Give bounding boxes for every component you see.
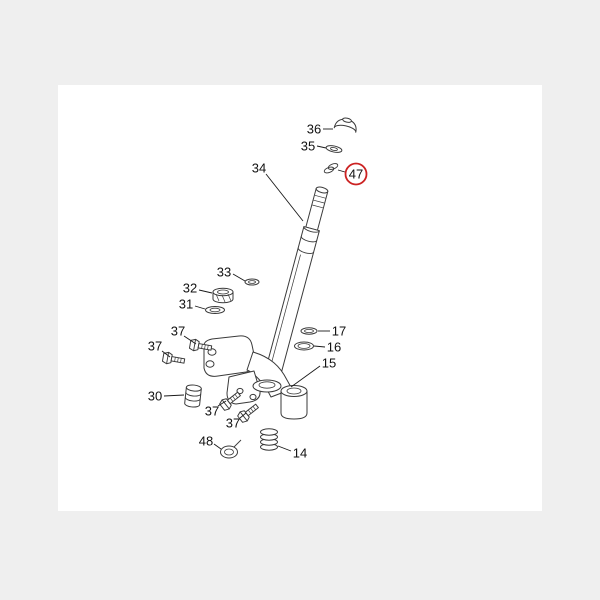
part-callout-32: 32 [183, 281, 213, 296]
leader-line [217, 400, 227, 407]
part-callout-31: 31 [179, 297, 206, 312]
part-label-30: 30 [148, 389, 162, 404]
part-label-32: 32 [183, 281, 197, 296]
part-label-48: 48 [199, 434, 213, 449]
part-callout-14: 14 [277, 445, 307, 461]
part-label-34: 34 [252, 161, 266, 176]
part-36-cap-nut [333, 117, 357, 133]
part-callout-15: 15 [290, 356, 336, 388]
leader-line [232, 273, 246, 282]
leader-line [194, 305, 206, 310]
leader-line [198, 289, 213, 294]
part-label-33: 33 [217, 265, 231, 280]
part-31-washer [205, 306, 225, 314]
part-callout-47: 47 [337, 162, 368, 186]
leader-line [316, 145, 327, 149]
part-callout-33: 33 [217, 265, 246, 282]
leader-line [265, 173, 304, 222]
part-label-37: 37 [171, 324, 185, 339]
leader-line [277, 445, 292, 452]
part-callout-37-2: 37 [148, 339, 171, 358]
part-callout-37-3: 37 [205, 400, 227, 419]
part-33-ring [244, 278, 260, 286]
part-label-14: 14 [293, 446, 307, 461]
part-label-36: 36 [307, 122, 321, 137]
part-callout-48: 48 [199, 434, 222, 450]
part-label-35: 35 [301, 139, 315, 154]
part-47-clip [323, 163, 339, 174]
part-label-37-2: 37 [148, 339, 162, 354]
leader-line [239, 412, 247, 419]
part-48-screw [220, 439, 242, 459]
leader-line [337, 169, 346, 173]
part-32-ring-nut [212, 287, 234, 304]
part-label-31: 31 [179, 297, 193, 312]
lower-bracket [203, 335, 308, 420]
part-17-washer [300, 327, 318, 335]
part-callout-37: 37 [171, 324, 197, 345]
highlight-circle [344, 162, 368, 186]
part-label-16: 16 [327, 340, 341, 355]
part-label-17: 17 [332, 324, 346, 339]
part-30-damper [184, 384, 202, 408]
part-label-15: 15 [322, 356, 336, 371]
leader-line [161, 350, 171, 358]
leader-line [290, 365, 321, 388]
part-callout-16: 16 [313, 340, 341, 355]
part-callout-30: 30 [148, 389, 185, 404]
leader-line [213, 443, 222, 450]
part-35-washer [325, 145, 343, 153]
leader-line [313, 345, 326, 348]
part-callout-36: 36 [307, 122, 333, 137]
part-callout-35: 35 [301, 139, 327, 154]
leader-line [183, 335, 197, 345]
part-callout-37-4: 37 [226, 412, 247, 431]
part-label-47: 47 [349, 167, 363, 182]
leader-line [163, 394, 185, 397]
part-callout-17: 17 [318, 324, 346, 339]
part-14-spring [260, 428, 278, 451]
part-callout-34: 34 [252, 161, 304, 222]
part-label-37-3: 37 [205, 404, 219, 419]
part-16-o-ring [294, 341, 314, 351]
part-label-37-4: 37 [226, 416, 240, 431]
